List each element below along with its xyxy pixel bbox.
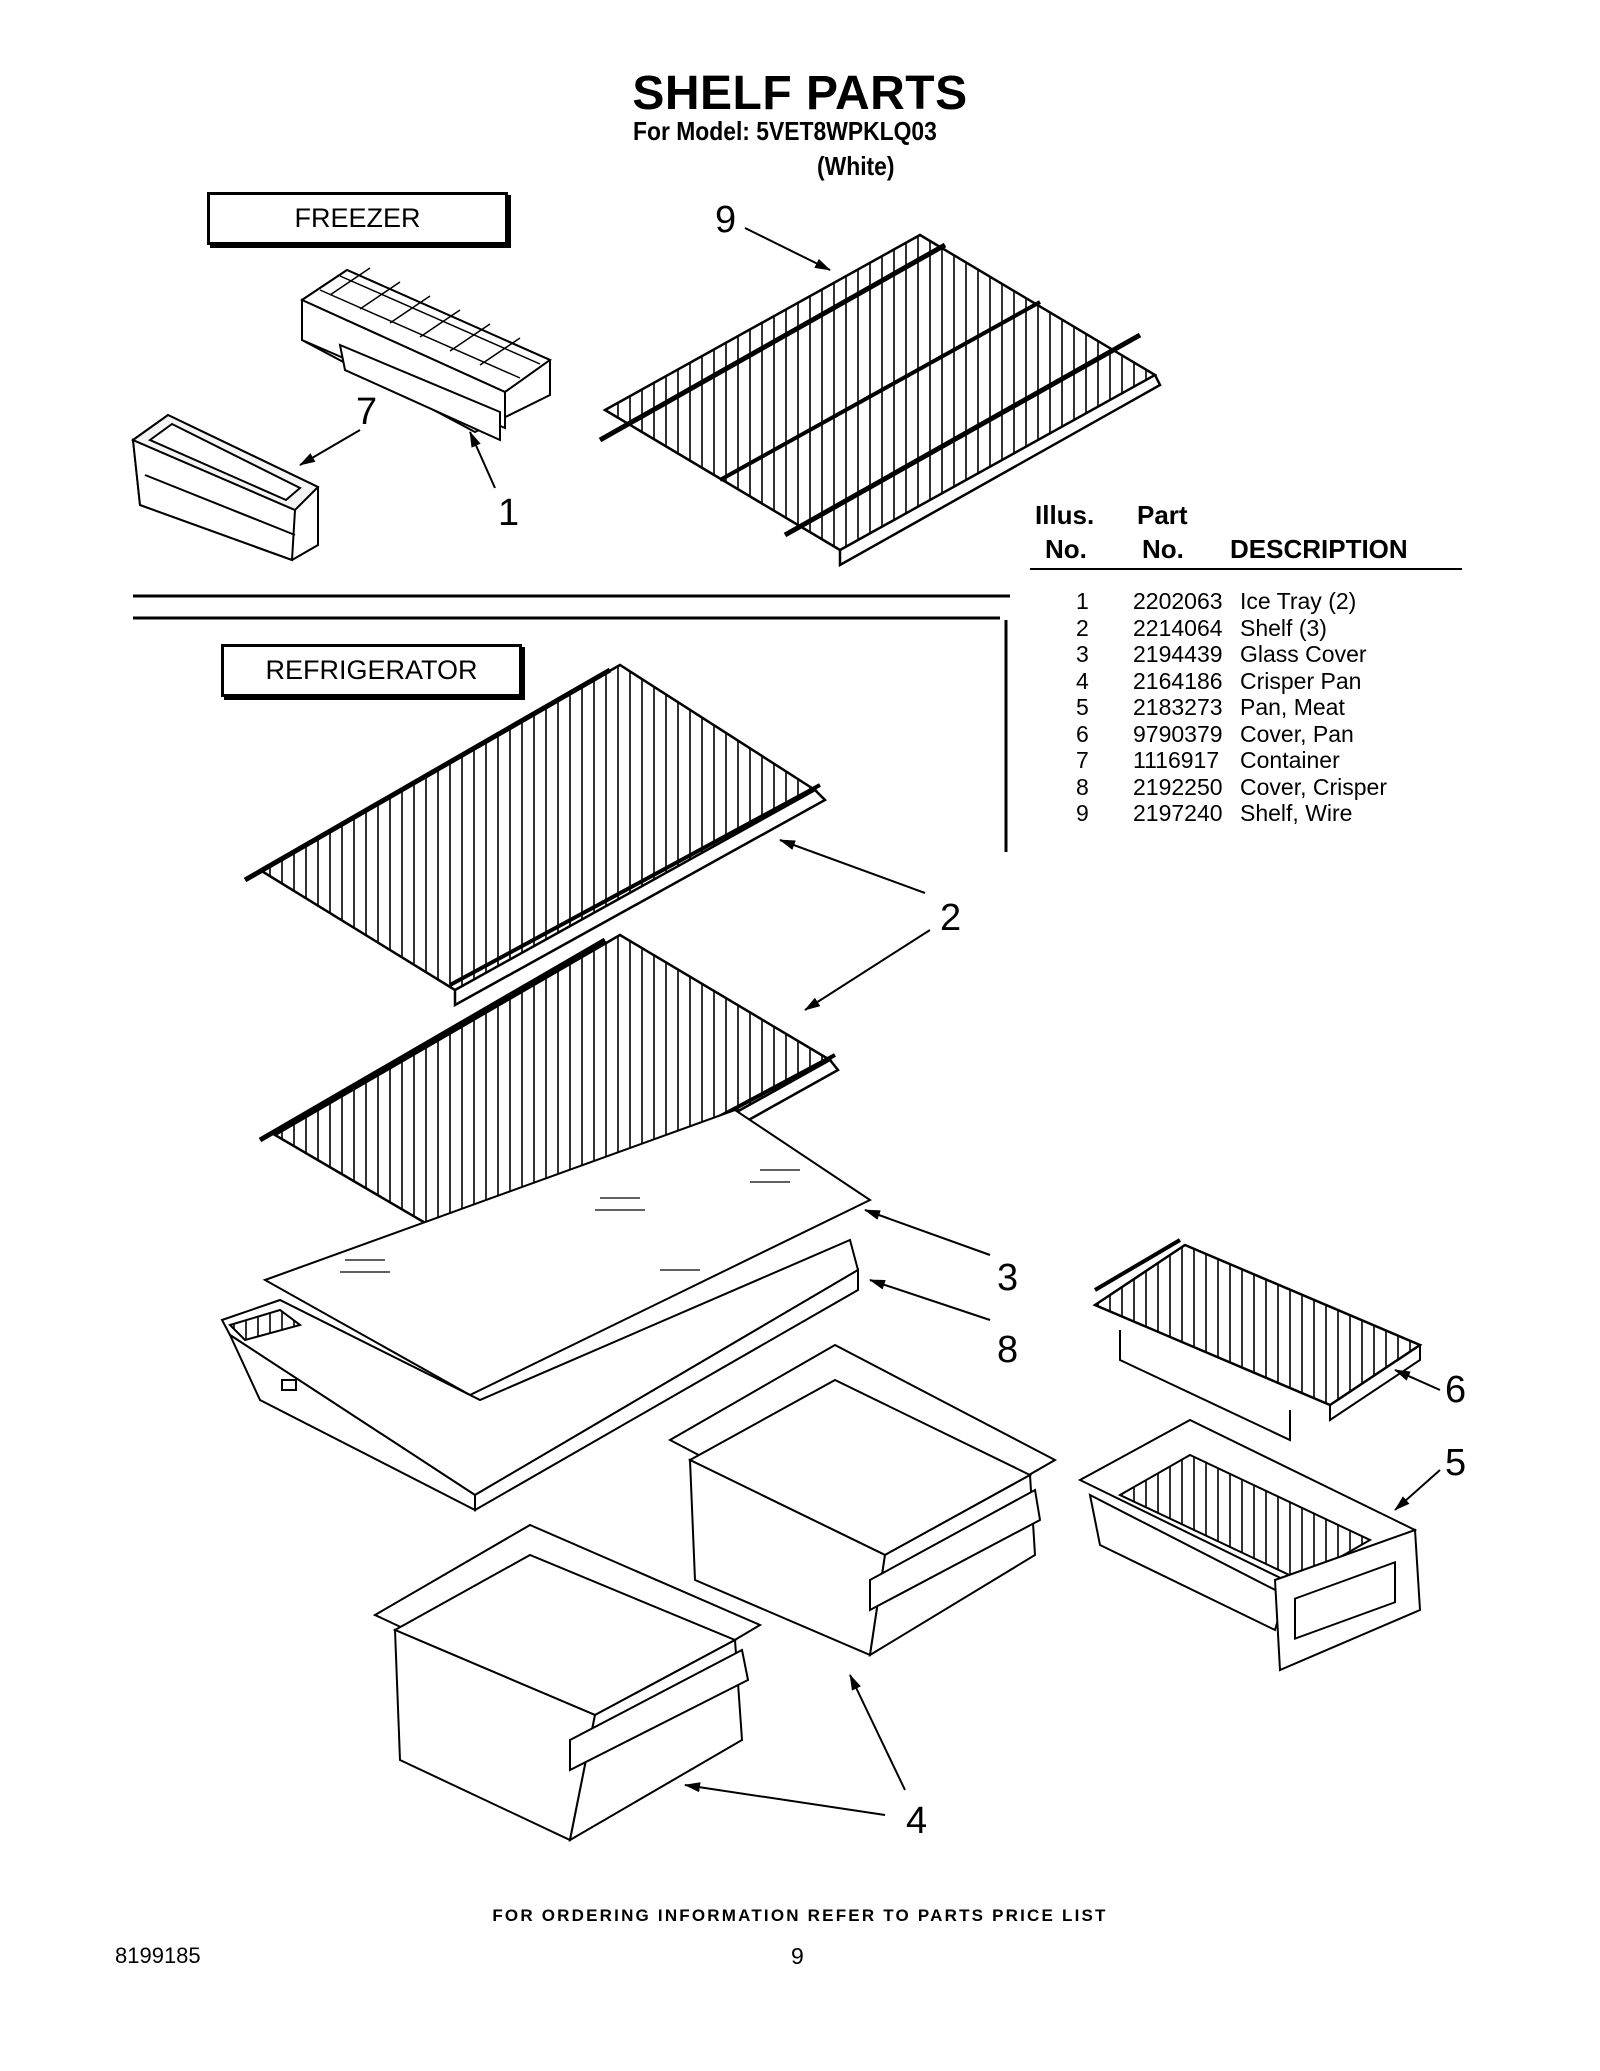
model-color: (White) (817, 151, 895, 181)
refrigerator-shelf-upper-part-2 (243, 663, 828, 1008)
callout-7: 7 (356, 391, 377, 433)
freezer-wire-shelf-part-9 (598, 233, 1162, 568)
freezer-section-label: FREEZER (207, 192, 508, 245)
cell-illus: 1 (1076, 588, 1089, 614)
cell-part: 2164186 (1133, 667, 1223, 694)
cell-illus: 3 (1076, 641, 1089, 667)
table-row: 3 2194439 Glass Cover (1030, 641, 1462, 667)
document-number: 8199185 (115, 1943, 201, 1968)
cell-part: 2194439 (1133, 641, 1223, 667)
meat-pan-part-5 (1077, 1418, 1422, 1672)
cell-description: Pan, Meat (1240, 694, 1345, 720)
callout-5: 5 (1445, 1442, 1466, 1484)
callout-6: 6 (1445, 1369, 1466, 1411)
cell-description: Container (1240, 747, 1340, 773)
model-number: For Model: 5VET8WPKLQ03 (633, 116, 937, 146)
cell-illus: 8 (1076, 773, 1089, 800)
callout-8: 8 (997, 1329, 1018, 1371)
crisper-pan-front-part-4 (372, 1523, 763, 1842)
description-header: DESCRIPTION (1230, 534, 1408, 564)
page-title: SHELF PARTS (632, 67, 968, 120)
pan-cover-part-6 (1092, 1238, 1423, 1442)
table-row: 7 1116917 Container (1030, 747, 1462, 773)
cell-description: Shelf (3) (1240, 614, 1327, 641)
cell-illus: 2 (1076, 614, 1089, 641)
callout-9: 9 (715, 199, 736, 241)
table-row: 8 2192250 Cover, Crisper (1030, 774, 1462, 800)
cell-illus: 5 (1076, 694, 1089, 720)
ordering-note: FOR ORDERING INFORMATION REFER TO PARTS … (492, 1906, 1108, 1925)
cell-part: 2202063 (1133, 588, 1223, 614)
cell-part: 2183273 (1133, 694, 1223, 720)
crisper-pan-rear-part-4 (667, 1343, 1058, 1657)
callout-2: 2 (940, 897, 961, 939)
cell-part: 2197240 (1133, 800, 1223, 826)
section-divider (133, 594, 1010, 852)
refrigerator-section-label: REFRIGERATOR (221, 644, 522, 697)
cell-part: 2214064 (1133, 614, 1223, 641)
container-part-7 (130, 413, 320, 562)
table-row: 4 2164186 Crisper Pan (1030, 668, 1462, 694)
illus-header-line1: Illus. (1035, 500, 1095, 530)
crisper-cover-part-8 (220, 1238, 860, 1512)
cell-illus: 4 (1076, 667, 1089, 694)
cell-description: Crisper Pan (1240, 667, 1362, 694)
cell-illus: 6 (1076, 720, 1089, 747)
cell-description: Cover, Crisper (1240, 773, 1387, 800)
cell-part: 1116917 (1133, 747, 1220, 773)
cell-description: Ice Tray (2) (1240, 588, 1357, 614)
ice-tray-part-1 (299, 267, 553, 442)
part-header-line1: Part (1137, 500, 1188, 530)
table-row: 5 2183273 Pan, Meat (1030, 694, 1462, 720)
cell-description: Shelf, Wire (1240, 800, 1353, 826)
cell-part: 2192250 (1133, 773, 1223, 800)
glass-cover-part-3 (262, 1108, 873, 1397)
table-row: 9 2197240 Shelf, Wire (1030, 800, 1462, 826)
header-rule (1030, 568, 1462, 570)
table-row: 1 2202063 Ice Tray (2) (1030, 588, 1462, 614)
part-header-line2: No. (1142, 534, 1184, 564)
callout-3: 3 (997, 1257, 1018, 1299)
page-number: 9 (791, 1943, 804, 1969)
cell-illus: 7 (1076, 747, 1089, 773)
table-row: 6 9790379 Cover, Pan (1030, 721, 1462, 747)
callout-1: 1 (498, 492, 519, 534)
table-row: 2 2214064 Shelf (3) (1030, 615, 1462, 641)
illus-header-line2: No. (1045, 534, 1087, 564)
cell-illus: 9 (1076, 800, 1089, 826)
callout-4: 4 (906, 1800, 927, 1842)
cell-part: 9790379 (1133, 720, 1223, 747)
cell-description: Glass Cover (1240, 641, 1367, 667)
cell-description: Cover, Pan (1240, 720, 1354, 747)
